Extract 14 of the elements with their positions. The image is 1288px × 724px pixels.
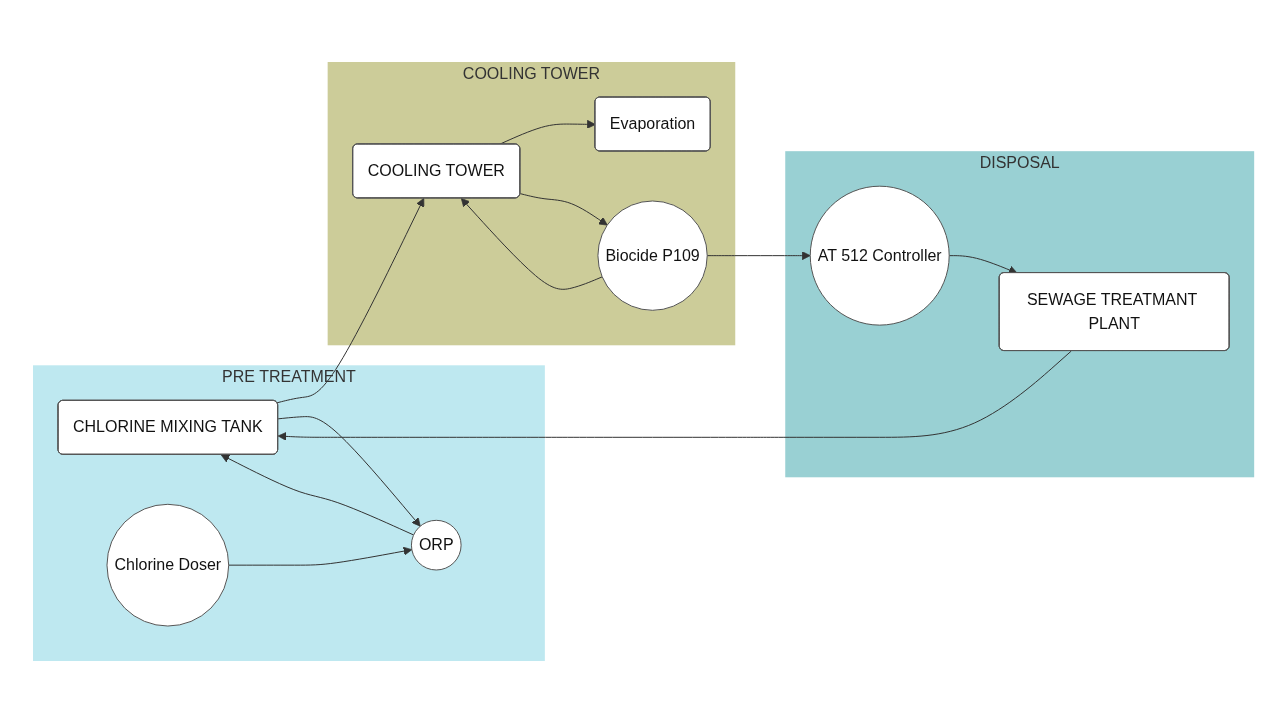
arrow [949,255,1018,275]
arrow [278,351,1073,442]
node-circle: ORP [411,520,462,571]
arrow [707,251,812,261]
arrow [221,454,415,536]
node-circle: Chlorine Doser [106,504,230,627]
arrow [520,193,609,226]
arrow [461,198,604,291]
node-circle: Biocide P109 [597,201,709,312]
node-circle: AT 512 Controller [810,186,951,327]
arrow [278,416,422,528]
arrow [277,198,425,404]
arrow [228,547,413,567]
arrow [499,120,597,146]
